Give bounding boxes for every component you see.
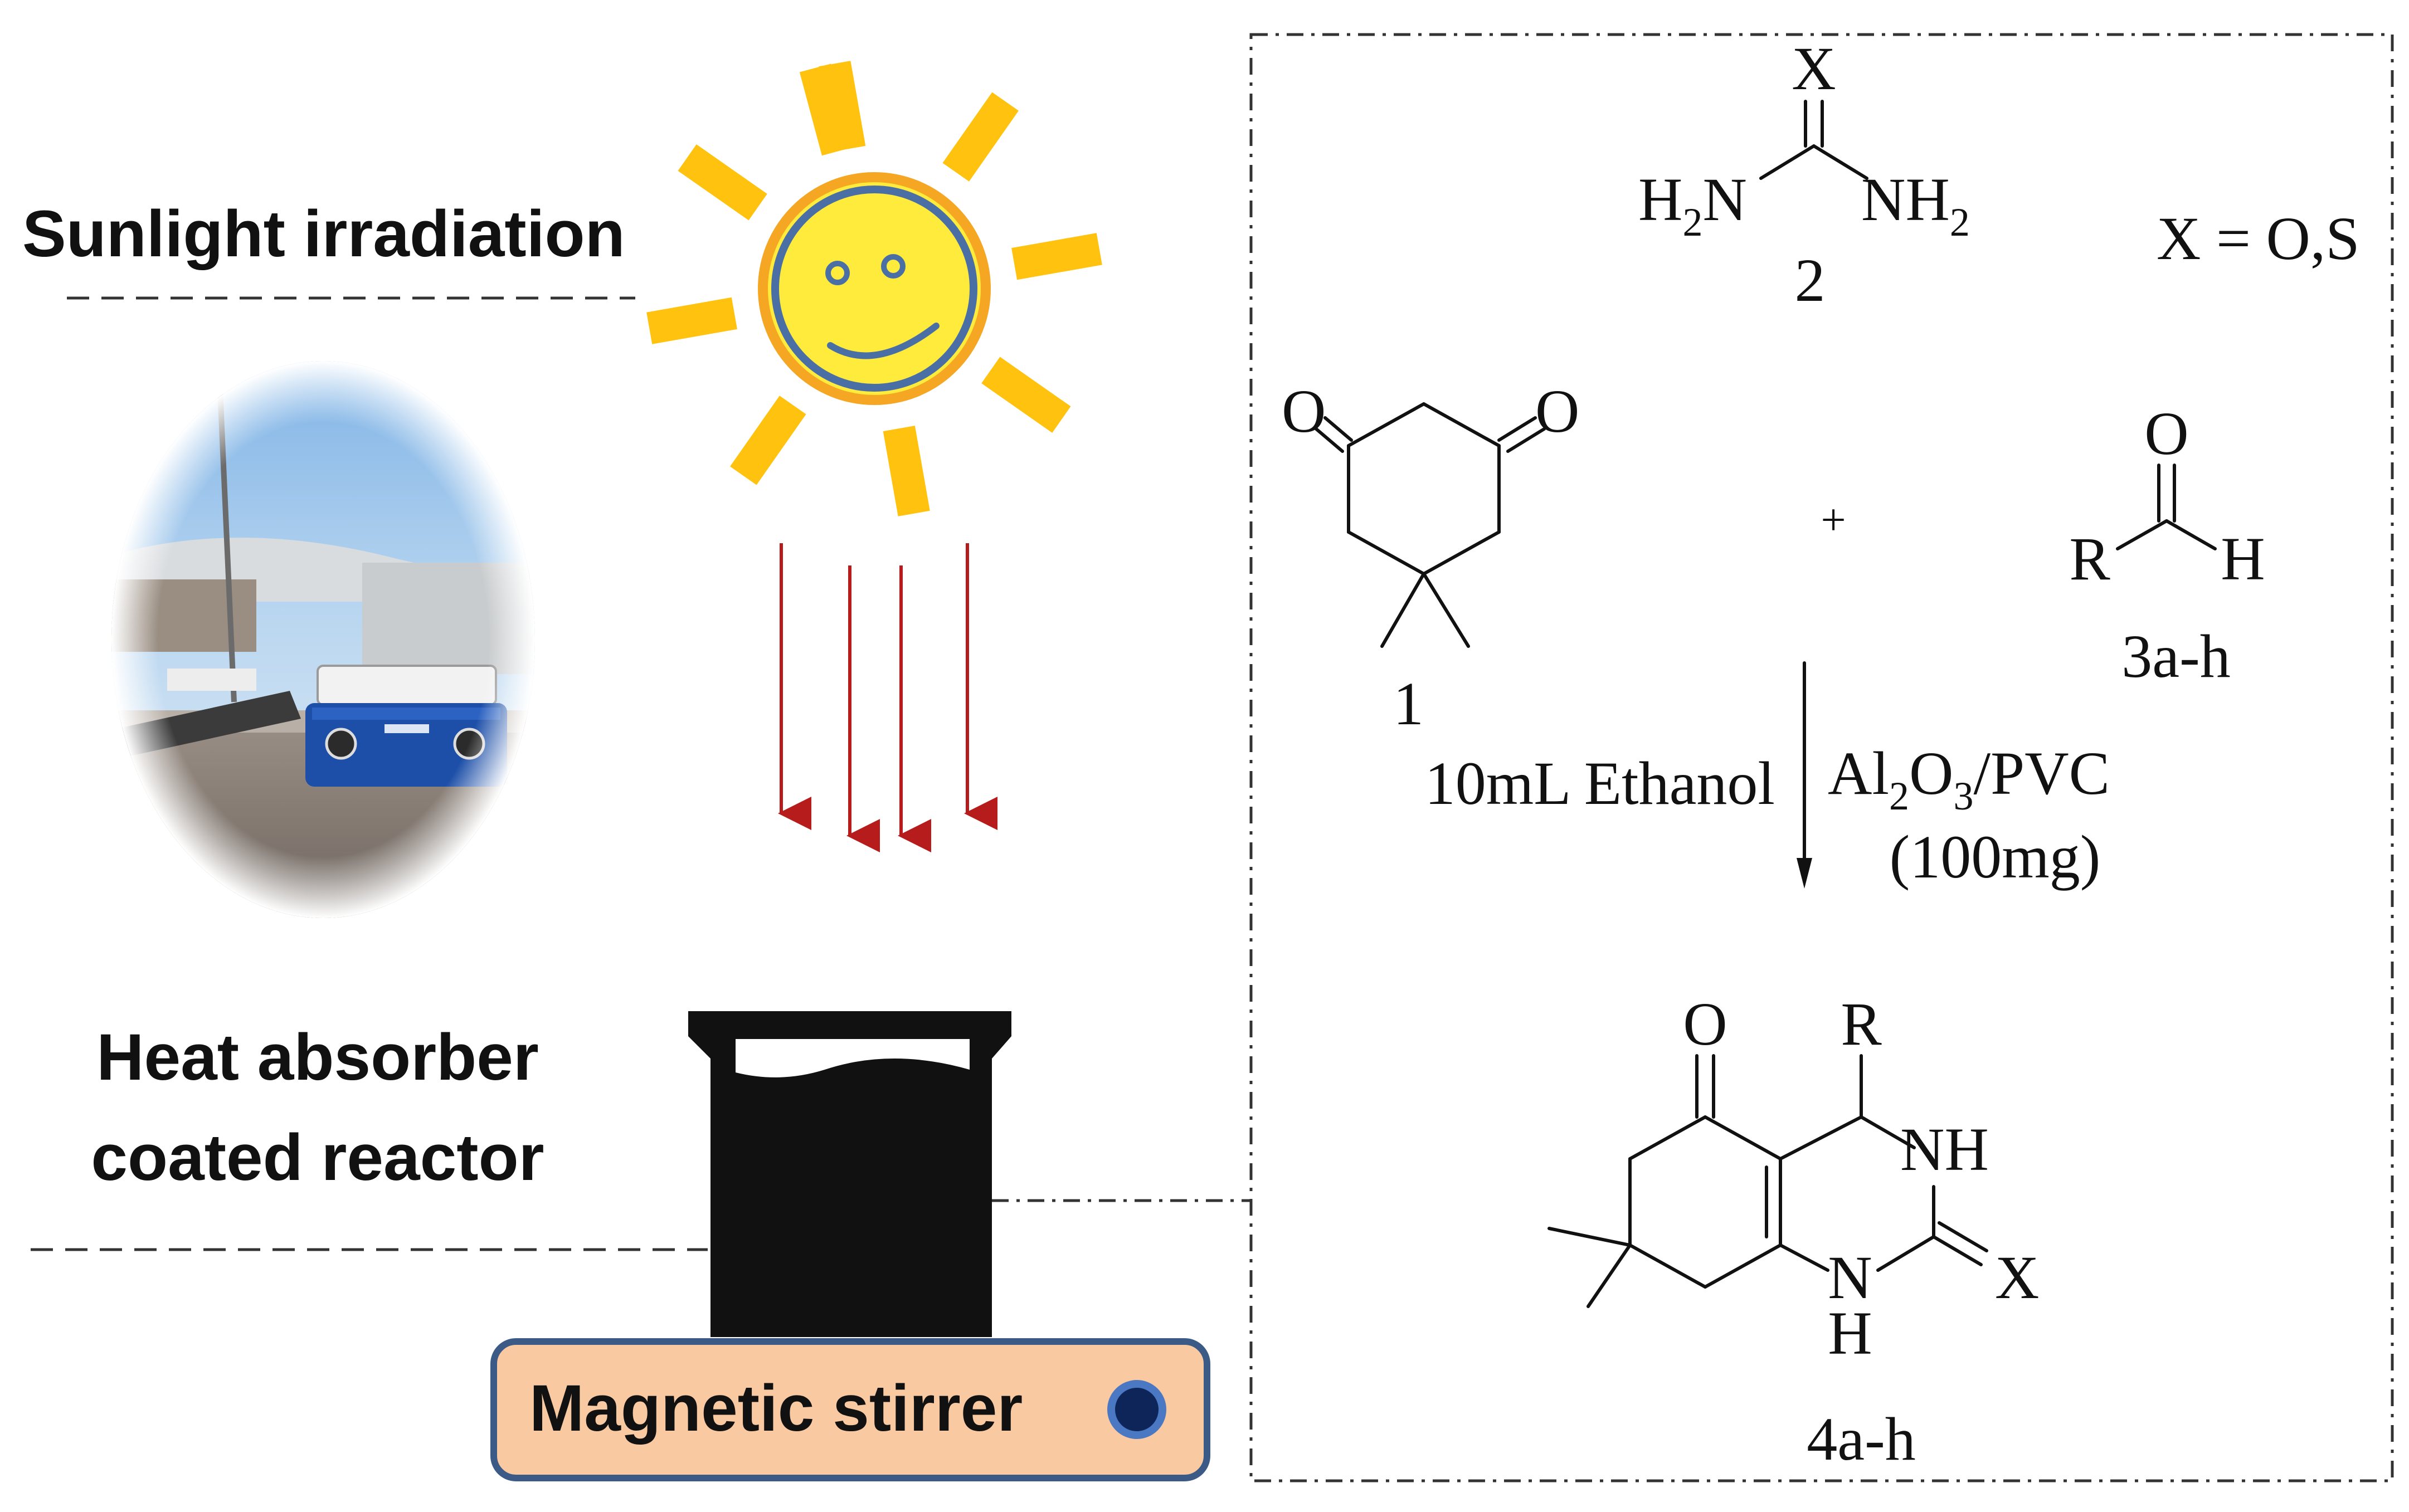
sun-ray-8 (678, 144, 767, 221)
plus-sign: + (1821, 496, 1846, 545)
urea-structure: X H2N NH2 2 (1638, 35, 1970, 314)
dimedone-o-left: O (1282, 377, 1326, 445)
stirrer-knob-icon (1107, 1380, 1166, 1439)
sun-ray-5 (883, 426, 930, 516)
dimedone-o-right: O (1535, 377, 1579, 445)
urea-nh2-right: NH2 (1861, 165, 1970, 245)
smiling-sun-icon (646, 61, 1102, 516)
x-definition: X = O,S (2157, 204, 2360, 272)
sun-ray-9 (799, 64, 854, 156)
hotplate-stirrer-photo (111, 361, 535, 918)
dimedone-compound-number: 1 (1393, 670, 1424, 738)
heat-absorber-label-line1: Heat absorber (96, 1021, 539, 1094)
sun-ray-4 (981, 357, 1071, 433)
product-r: R (1841, 990, 1882, 1058)
sun-ray-7 (646, 297, 737, 344)
beaker-icon (688, 1011, 1011, 1337)
dimedone-structure: O O 1 (1282, 377, 1579, 738)
heat-absorber-label-line2: coated reactor (91, 1121, 544, 1194)
magnetic-stirrer: Magnetic stirrer (490, 1338, 1210, 1481)
reaction-scheme-box (1249, 33, 2394, 1482)
product-x: X (1995, 1243, 2039, 1311)
solvent-condition: 10mL Ethanol (1425, 749, 1775, 817)
product-h: H (1828, 1299, 1872, 1367)
sun-ray-2 (942, 92, 1019, 182)
sunlight-arrows (778, 543, 997, 852)
urea-compound-number: 2 (1795, 246, 1826, 314)
aldehyde-r: R (2069, 525, 2110, 593)
aldehyde-structure: O R H 3a-h (2069, 399, 2265, 690)
product-n: N (1828, 1243, 1872, 1311)
aldehyde-o: O (2144, 399, 2188, 467)
urea-nh2-left: H2N (1638, 165, 1747, 245)
sun-ray-3 (1011, 233, 1102, 280)
reaction-arrow (1797, 661, 1812, 889)
catalyst-condition: Al2O3/PVC (1828, 739, 2110, 818)
aldehyde-compound-number: 3a-h (2121, 622, 2230, 690)
urea-x: X (1792, 35, 1836, 103)
sun-ray-6 (730, 396, 806, 485)
sunlight-irradiation-label: Sunlight irradiation (22, 197, 625, 271)
product-o: O (1683, 990, 1727, 1058)
product-nh: NH (1900, 1115, 1989, 1183)
product-structure: O R NH N X H 4a-h (1547, 990, 2039, 1473)
catalyst-amount: (100mg) (1890, 823, 2101, 891)
magnetic-stirrer-label: Magnetic stirrer (529, 1372, 1023, 1445)
aldehyde-h: H (2221, 525, 2265, 593)
product-compound-number: 4a-h (1807, 1405, 1915, 1473)
